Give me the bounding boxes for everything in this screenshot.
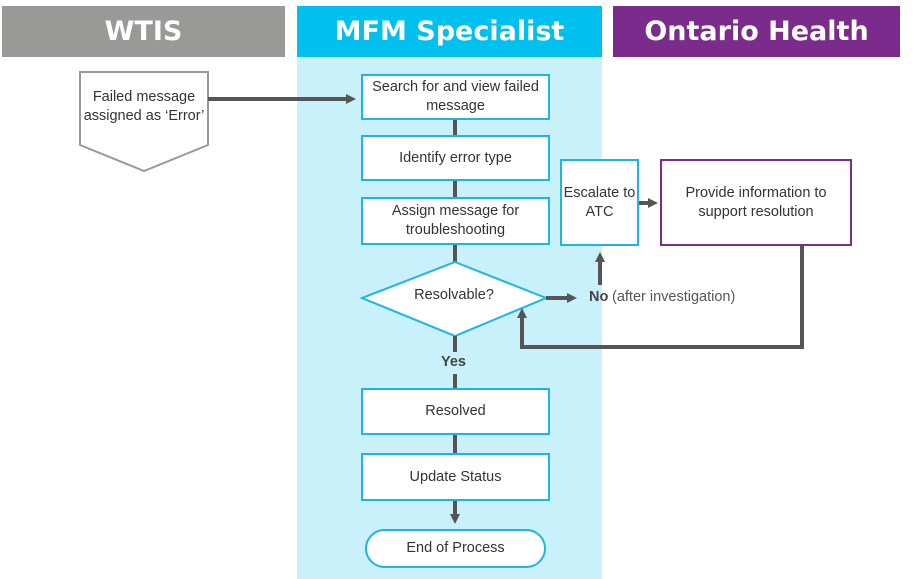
node-search-failed-message: Search for and view failed message — [361, 74, 550, 120]
node-provide-information: Provide information to support resolutio… — [660, 159, 852, 246]
edge-label-yes: Yes — [441, 354, 466, 370]
lane-header-ontario-health: Ontario Health — [613, 6, 900, 57]
lane-header-mfm-specialist: MFM Specialist — [297, 6, 602, 57]
node-resolvable-label: Resolvable? — [414, 287, 494, 303]
edge-provide-to-resolvable — [517, 246, 804, 349]
node-resolved: Resolved — [361, 388, 550, 435]
node-escalate-to-atc: Escalate to ATC — [560, 159, 639, 246]
edge-label-after-investigation: (after investigation) — [612, 289, 736, 305]
node-identify-error-type: Identify error type — [361, 135, 550, 181]
lane-header-wtis: WTIS — [2, 6, 285, 57]
edge-label-no: No — [589, 289, 609, 305]
failed-message-shape — [79, 71, 209, 173]
node-failed-message: Failed message assigned as ‘Error’ — [83, 89, 205, 124]
node-update-status: Update Status — [361, 453, 550, 501]
node-end-of-process: End of Process — [365, 529, 546, 568]
node-assign-message: Assign message for troubleshooting — [361, 197, 550, 245]
